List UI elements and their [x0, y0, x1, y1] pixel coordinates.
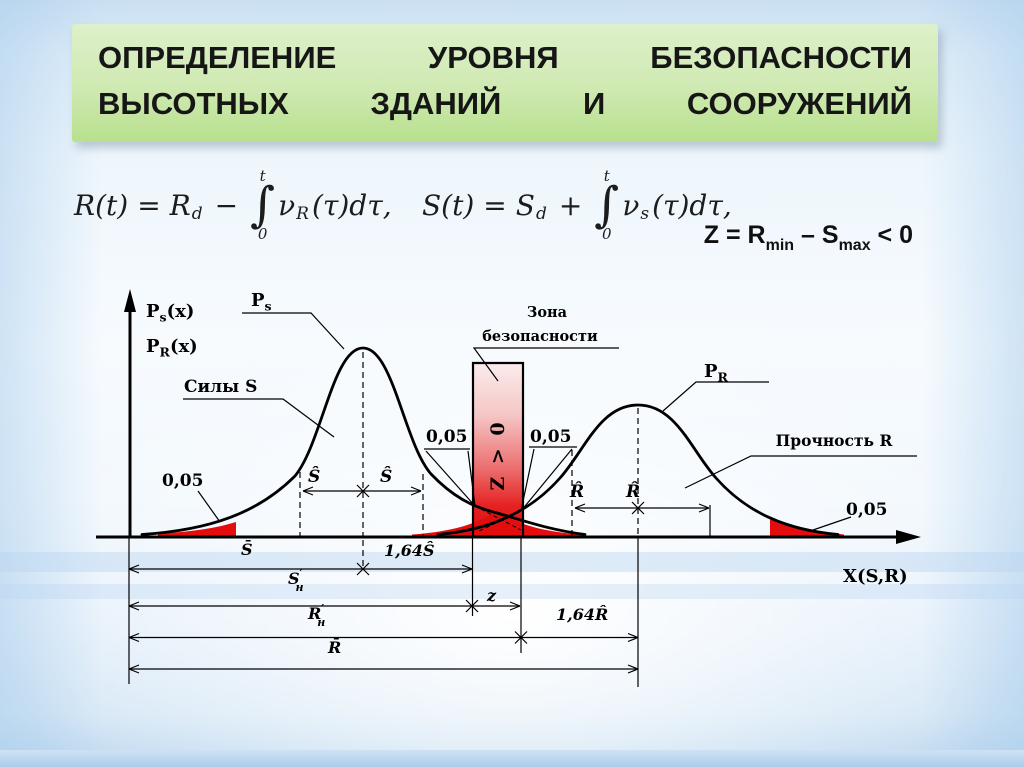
integral-group: t∫0 [250, 167, 276, 243]
forces-label: Силы S [184, 377, 257, 397]
s-hat-dimension [302, 484, 422, 498]
quantile-right-label: 0,05 [846, 500, 887, 520]
integral-upper-limit: t [259, 167, 266, 185]
integral-lower-limit: 0 [602, 225, 612, 243]
title-word: ВЫСОТНЫХ [98, 86, 289, 121]
x-axis-label: X(S,R) [843, 566, 908, 587]
formula-subscript: d [535, 204, 547, 224]
dimension-boundary-lines [471, 505, 711, 687]
title-word: И [582, 86, 606, 121]
integral-upper-limit: t [603, 167, 610, 185]
equals-sign: = [483, 188, 507, 222]
integrand: ν [278, 188, 296, 222]
formula-subscript: d [191, 204, 203, 224]
background-stripe [0, 552, 1024, 572]
integral-lower-limit: 0 [257, 225, 268, 243]
curve-label-ps: Ps [251, 290, 272, 314]
background-stripe [0, 584, 1024, 599]
y-axis-label-ps: Ps(x) [146, 301, 194, 325]
title-line-1: ОПРЕДЕЛЕНИЕ УРОВНЯ БЕЗОПАСНОСТИ [98, 35, 912, 81]
quantile-mid-right-label: 0,05 [530, 427, 571, 447]
safety-zone-label-line1: Зона [527, 304, 568, 321]
dim-label-sn: S′н [288, 567, 304, 594]
dim-label-r-mean: R̄ [327, 637, 341, 657]
s-hat-right-label: Ŝ [380, 466, 392, 487]
title-word: ЗДАНИЙ [370, 86, 502, 121]
dim-label-rn: R′н [307, 602, 325, 629]
quantile-left-label: 0,05 [162, 471, 203, 491]
strength-distribution-curve [436, 403, 840, 536]
red-left-tail [158, 522, 236, 537]
formula-subscript: R [296, 204, 309, 224]
label-leader-lines [183, 312, 917, 531]
title-line-2: ВЫСОТНЫХ ЗДАНИЙ И СООРУЖЕНИЙ [98, 81, 912, 127]
equals-sign: = [137, 188, 161, 222]
operator: − [214, 188, 239, 222]
dimension-line-sn [128, 562, 473, 576]
formula-subscript: s [640, 204, 650, 224]
y-axis-arrow [124, 289, 136, 312]
integral-sign: ∫ [594, 177, 620, 233]
title-word: УРОВНЯ [427, 40, 559, 75]
red-overlap-region [412, 511, 582, 537]
integral-group: t∫0 [594, 167, 620, 243]
red-right-tail [770, 517, 844, 537]
curve-label-pr: PR [704, 361, 729, 385]
quantile-mid-left-label: 0,05 [426, 427, 467, 447]
formula-term: R [169, 188, 191, 222]
formula-lhs: S(t) [422, 188, 475, 222]
load-distribution-curve [140, 346, 587, 536]
r-hat-right-label: R̂ [625, 482, 640, 502]
dim-label-z: z [486, 586, 497, 605]
formula-lhs: R(t) [74, 188, 129, 222]
distribution-diagram: Z > 0 [96, 289, 921, 687]
safety-zone-bar-label: Z > 0 [487, 419, 509, 490]
strength-label: Прочность R [776, 431, 893, 450]
safety-zone-label-line2: безопасности [482, 328, 598, 345]
y-axis-label-pr: PR(x) [146, 336, 198, 360]
integrand: ν [622, 188, 640, 222]
z-formula-part: – S [794, 221, 839, 249]
r-hat-dimension [574, 501, 710, 515]
leader-dashes-through-bar [474, 505, 522, 533]
title-box: ОПРЕДЕЛЕНИЕ УРОВНЯ БЕЗОПАСНОСТИ ВЫСОТНЫХ… [72, 24, 938, 142]
dimension-line-total [128, 664, 639, 674]
r-hat-left-label: R̂ [569, 482, 584, 502]
dashed-reference-lines [299, 352, 639, 567]
z-formula-subscript: min [765, 237, 795, 254]
x-axis-arrow [896, 530, 921, 544]
dim-label-164s: 1,64Ŝ [384, 540, 435, 560]
dim-label-s-mean: S̄ [241, 539, 253, 559]
title-word: СООРУЖЕНИЙ [686, 86, 912, 121]
dim-label-164r: 1,64R̂ [556, 605, 608, 624]
formula-safety-margin: Z = Rmin – Smax < 0 [676, 192, 913, 279]
dimension-line-rbar [128, 631, 639, 644]
s-hat-left-label: Ŝ [308, 466, 320, 487]
dimension-line-rn [128, 599, 521, 613]
formula-tail: (τ)dτ, [652, 188, 732, 222]
z-formula-subscript: max [838, 237, 871, 254]
formula-tail: (τ)dτ, [311, 188, 392, 222]
integral-sign: ∫ [250, 177, 276, 233]
bottom-band [0, 750, 1024, 767]
z-formula-part: Z = R [703, 221, 766, 249]
formula-term: S [515, 188, 535, 222]
safety-zone-bar-border [471, 361, 525, 537]
z-formula-part: < 0 [870, 221, 913, 249]
title-word: БЕЗОПАСНОСТИ [650, 40, 912, 75]
operator: + [558, 188, 583, 222]
title-word: ОПРЕДЕЛЕНИЕ [98, 40, 337, 75]
